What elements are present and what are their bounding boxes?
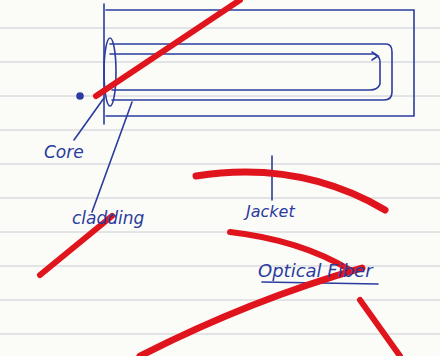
strike-mark — [360, 300, 400, 356]
core-leader — [74, 98, 104, 140]
core-tip — [372, 52, 378, 60]
jacket-outline — [106, 10, 414, 116]
jacket-leader — [271, 156, 273, 200]
cladding-outline — [110, 44, 392, 100]
cladding-leader — [92, 102, 132, 212]
strike-mark — [96, 0, 240, 96]
fiber-outline — [74, 4, 414, 284]
fiber-end-face — [104, 38, 116, 106]
strike-mark — [140, 268, 362, 356]
diagram-caption: Optical Fiber — [258, 260, 373, 281]
ruled-lines — [0, 28, 440, 334]
part-label: Core — [44, 142, 84, 162]
part-label: cladding — [72, 208, 144, 228]
part-label: Jacket — [246, 202, 295, 221]
red-strikes — [40, 0, 400, 356]
ink-dot — [77, 93, 83, 99]
